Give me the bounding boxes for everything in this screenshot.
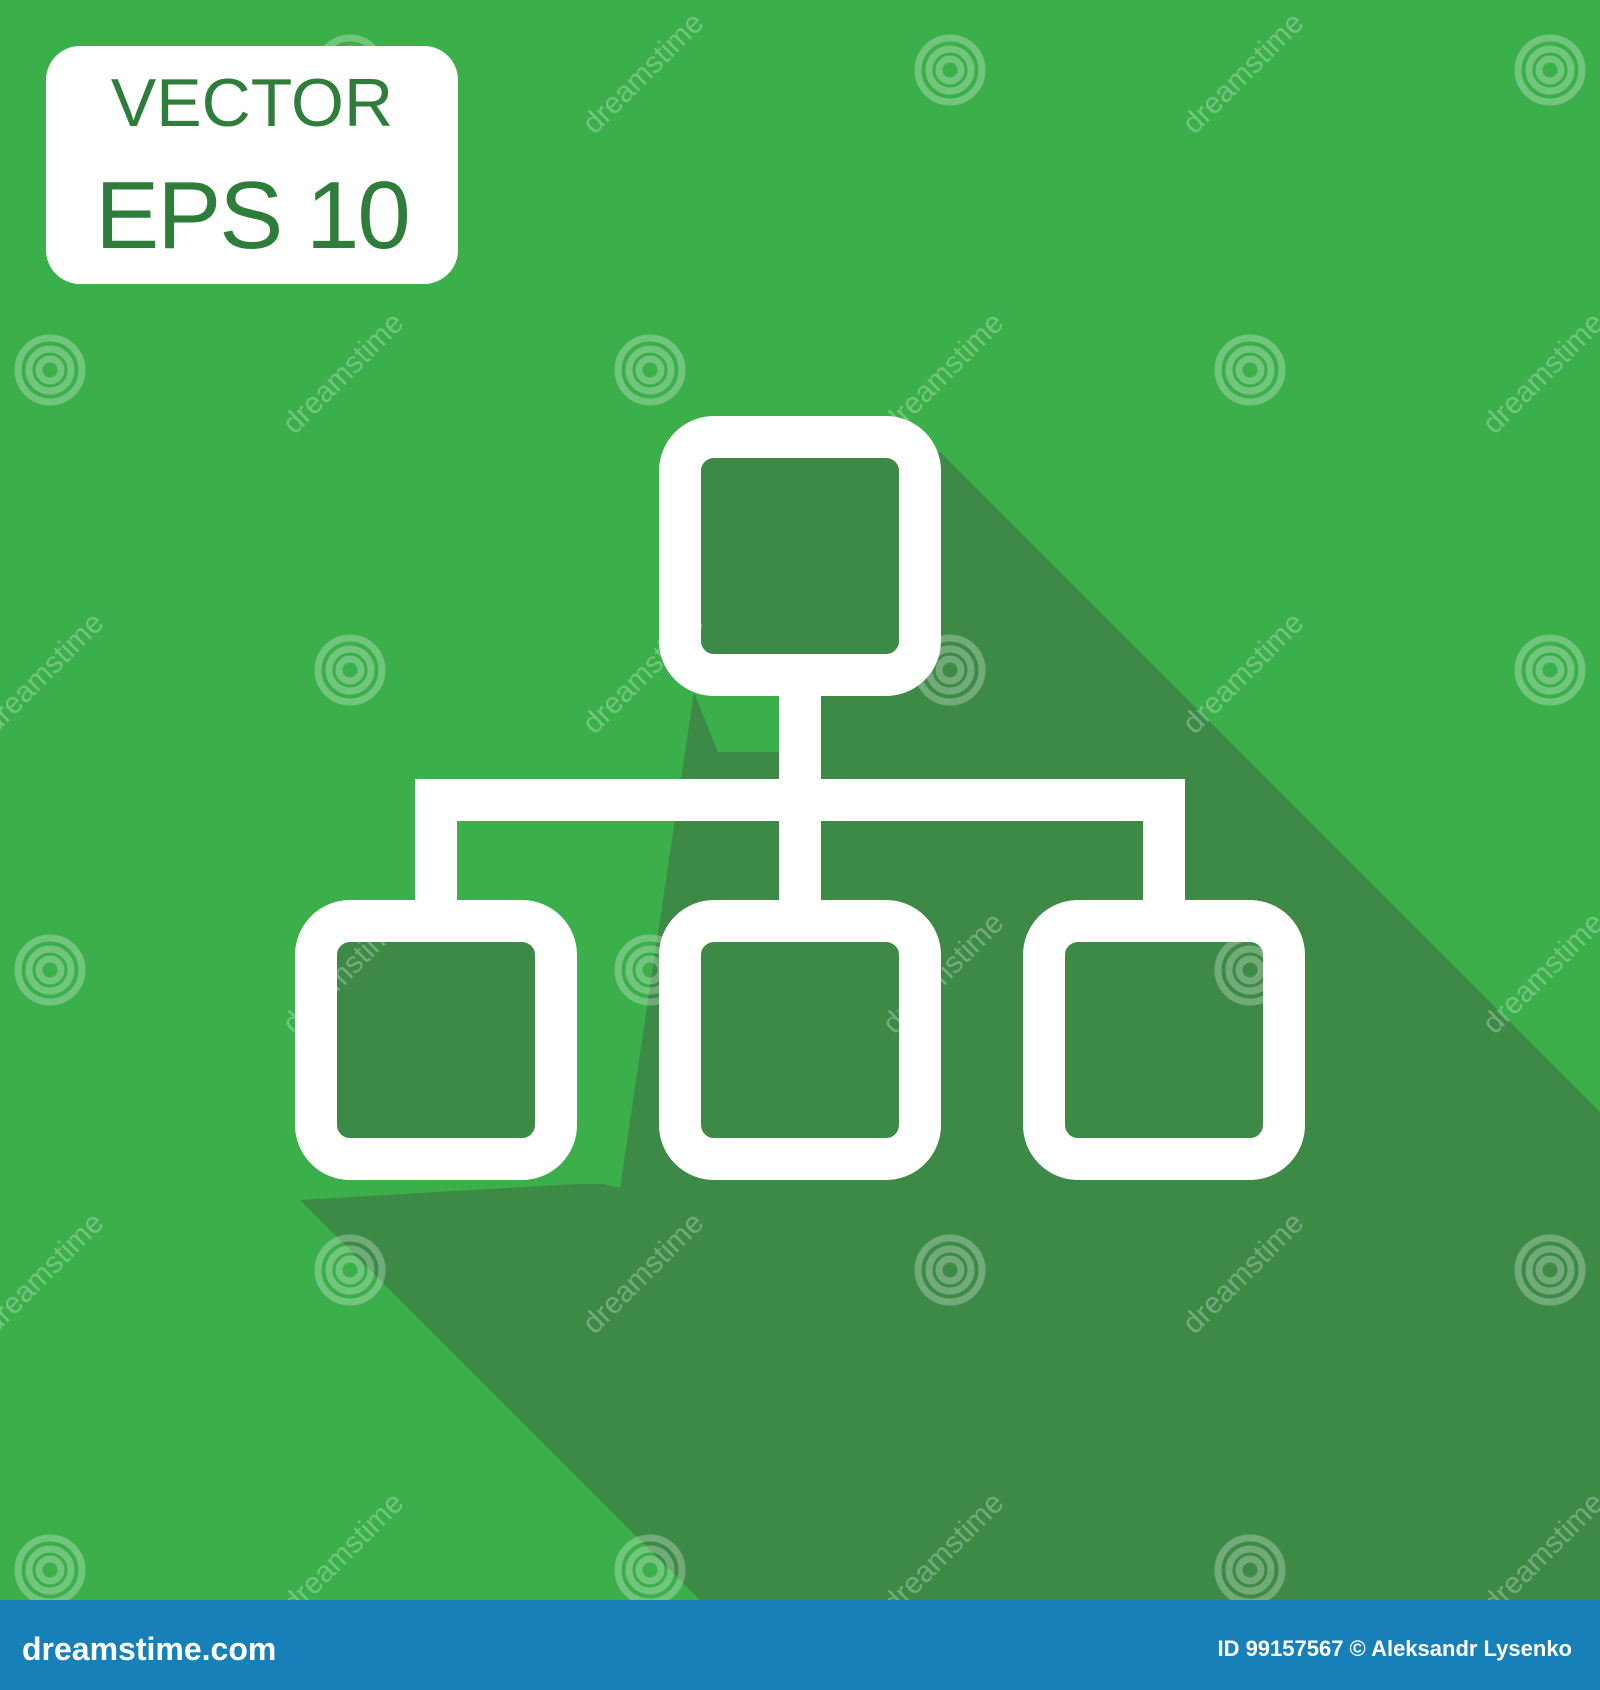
watermark-logo-icon [314,634,386,706]
badge-line-2: EPS 10 [95,162,409,269]
watermark-logo-icon [914,634,986,706]
footer-bar: dreamstime.com ID 99157567 © Aleksandr L… [0,1600,1600,1690]
badge-line-1: VECTOR [111,65,393,141]
watermark-logo-icon [1214,1534,1286,1600]
hierarchy-diagram-icon [295,416,1305,1180]
footer-background [0,1600,1600,1690]
vector-eps-badge: VECTOR EPS 10 [46,46,458,284]
connector-horizontal-bar [415,779,1185,908]
watermark-logo-icon [314,1234,386,1306]
long-shadow [300,452,1600,1600]
top-node-box [659,416,941,696]
watermark-logo-icon [14,934,86,1006]
watermark-logo-icon [1514,1234,1586,1306]
watermark-logo-icon [614,1534,686,1600]
right-node-box [1023,900,1305,1180]
watermark-logo-icon [614,934,686,1006]
watermark-logo-icon [914,1234,986,1306]
watermark-logo-icon [1514,34,1586,106]
watermark-logo-icon [1514,634,1586,706]
watermark-logo-icon [1214,934,1286,1006]
footer-credit: ID 99157567 © Aleksandr Lysenko [1217,1636,1572,1661]
watermark-logo-icon [1214,334,1286,406]
left-node-box [295,900,577,1180]
watermark-logo-icon [614,334,686,406]
watermark-logo-icon [14,1534,86,1600]
badge-box [46,46,458,284]
middle-node-box [659,900,941,1180]
footer-site-link[interactable]: dreamstime.com [22,1631,276,1667]
watermark-logo-icon [914,34,986,106]
watermark-logo-icon [14,334,86,406]
